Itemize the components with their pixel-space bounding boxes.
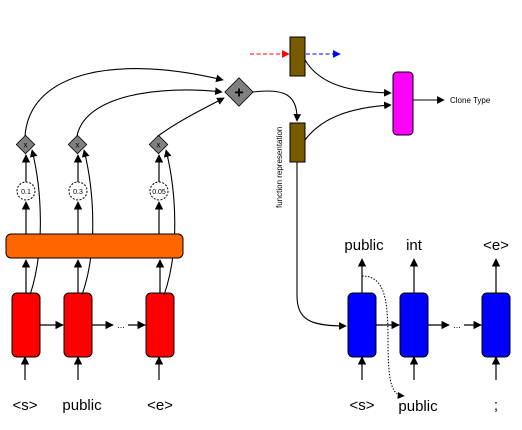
multiply-node-2 bbox=[67, 134, 88, 155]
function-representation-vector bbox=[289, 122, 306, 163]
encoder-hidden-to-multiply-curves bbox=[29, 149, 176, 296]
multiply-node-1 bbox=[15, 134, 36, 155]
decoder-cells bbox=[347, 292, 511, 358]
sum-to-function-vector-arrow bbox=[252, 90, 302, 122]
decoder-input-arrows bbox=[357, 356, 501, 380]
encoder-cell-1 bbox=[11, 292, 41, 358]
weight-label-2: 0.3 bbox=[73, 189, 83, 196]
decoder-input-token-2: public bbox=[398, 398, 438, 415]
multiply-node-3 bbox=[148, 134, 169, 155]
encoder-input-arrows bbox=[20, 356, 164, 380]
decoder-output-token-2: int bbox=[406, 237, 423, 254]
encoder-cell-3 bbox=[145, 292, 175, 358]
decoder-output-token-1: public bbox=[344, 237, 384, 254]
encoder-ellipsis: ... bbox=[117, 320, 125, 330]
function-representation-label: function representation bbox=[275, 127, 284, 208]
decoder-cell-2 bbox=[399, 292, 429, 358]
weight-to-multiply-arrows bbox=[21, 154, 164, 182]
decoder-ellipsis: ... bbox=[453, 320, 461, 330]
multiply-symbol-2: x bbox=[76, 141, 80, 150]
encoder-cell-2 bbox=[63, 292, 93, 358]
function-vector-to-classifier-arrow bbox=[304, 101, 392, 141]
multiply-symbol-1: x bbox=[24, 141, 28, 150]
encoder-token-3: <e> bbox=[147, 397, 173, 414]
clone-type-label: Clone Type bbox=[450, 96, 491, 105]
encoder-token-2: public bbox=[62, 397, 102, 414]
sum-symbol: + bbox=[234, 85, 243, 102]
encoder-to-bar-arrows bbox=[21, 259, 165, 293]
other-vector-to-classifier-arrow bbox=[304, 59, 392, 97]
encoder-token-1: <s> bbox=[12, 397, 37, 414]
weight-label-3: 0.05 bbox=[152, 189, 166, 196]
multiply-to-sum-curves bbox=[24, 68, 225, 137]
function-vector-to-decoder-arrow bbox=[296, 162, 347, 330]
bar-to-weight-arrows bbox=[21, 201, 164, 234]
decoder-input-token-1: <s> bbox=[349, 397, 374, 414]
multiply-symbol-3: x bbox=[157, 141, 161, 150]
multiply-nodes: x x x bbox=[15, 134, 169, 155]
decoder-cell-1 bbox=[347, 292, 377, 358]
clone-classifier bbox=[392, 71, 414, 136]
decoder-feedback-dotted-arrow bbox=[361, 275, 405, 399]
other-function-vector bbox=[289, 36, 306, 77]
decoder-output-token-3: <e> bbox=[483, 237, 509, 254]
weight-label-1: 0.1 bbox=[21, 189, 31, 196]
sum-node bbox=[224, 77, 254, 107]
attention-weights: 0.1 0.3 0.05 bbox=[16, 181, 169, 201]
decoder-input-token-3: ; bbox=[494, 397, 498, 414]
attention-bar bbox=[5, 233, 184, 259]
decoder-cell-3 bbox=[481, 292, 511, 358]
